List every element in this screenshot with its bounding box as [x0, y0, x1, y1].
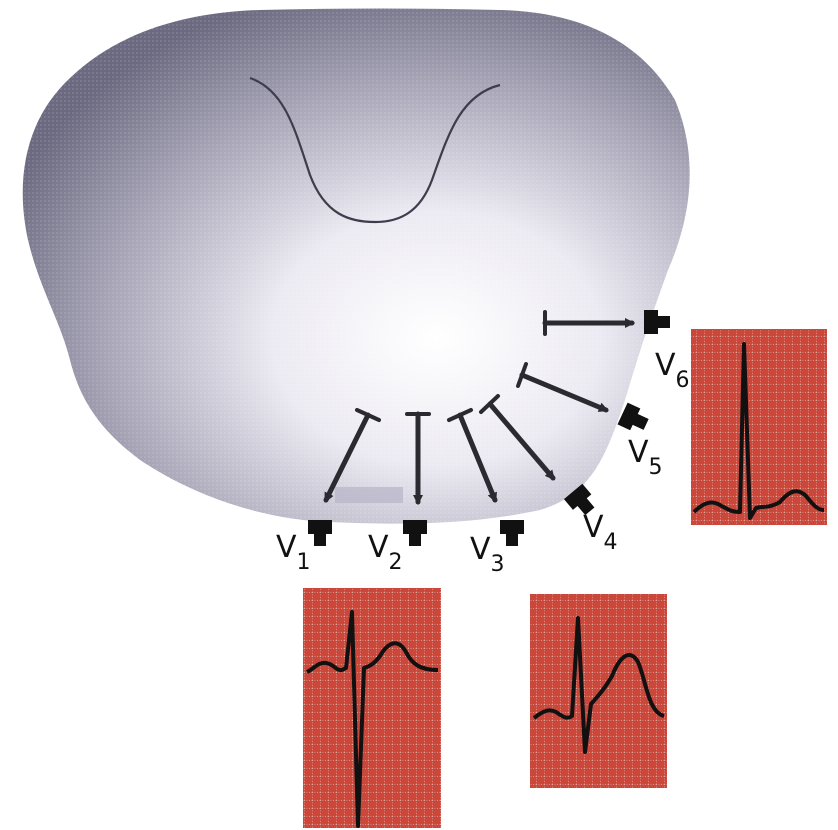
label-v3: V3 [470, 532, 505, 577]
torso-cross-section [23, 9, 690, 524]
ecg-grid [303, 588, 441, 828]
ecg-strip-v3-v4 [530, 594, 667, 788]
ecg-strip-v5-v6 [691, 329, 827, 525]
label-v2: V2 [368, 530, 403, 575]
label-v1: V1 [276, 530, 311, 575]
electrode-v2 [403, 520, 427, 546]
ecg-strip-v1-v2 [303, 588, 441, 828]
electrode-v1 [308, 520, 332, 546]
label-v4: V4 [583, 510, 618, 555]
electrode-v5 [617, 403, 651, 436]
torso-texture [23, 9, 690, 524]
electrode-v6 [644, 310, 670, 334]
label-v5: V5 [628, 435, 663, 480]
electrode-v3 [500, 520, 524, 546]
sternum-mark [335, 487, 403, 503]
label-v6: V6 [655, 348, 690, 393]
